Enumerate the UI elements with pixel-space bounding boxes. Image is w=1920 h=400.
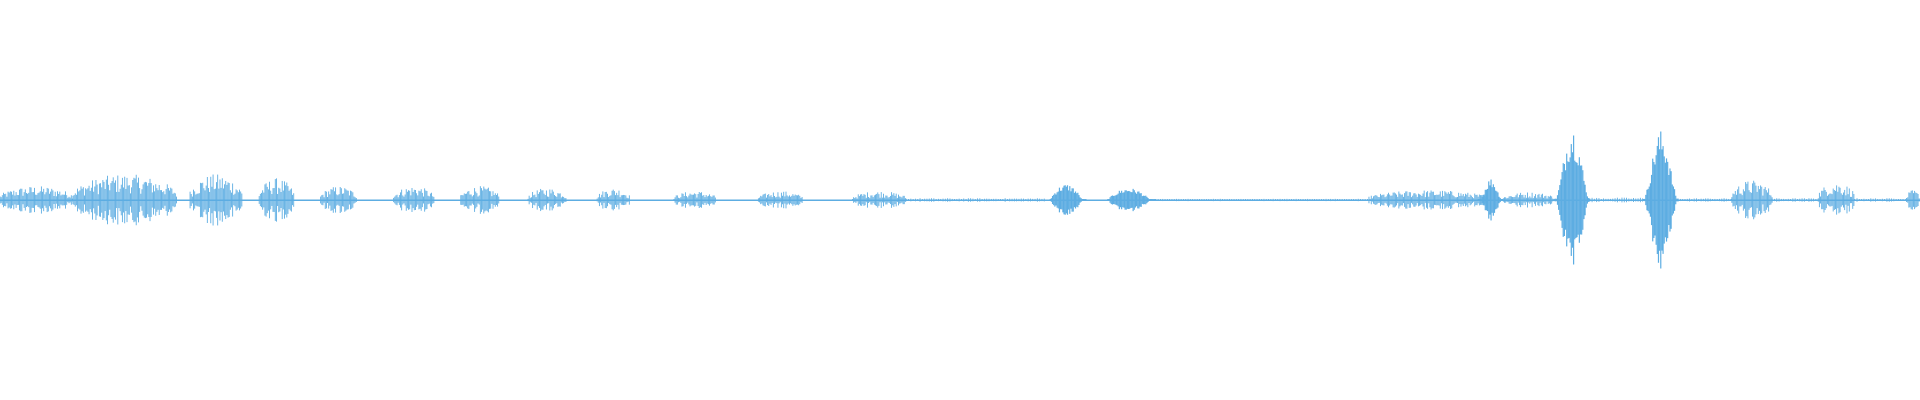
waveform-bars (0, 131, 1920, 269)
